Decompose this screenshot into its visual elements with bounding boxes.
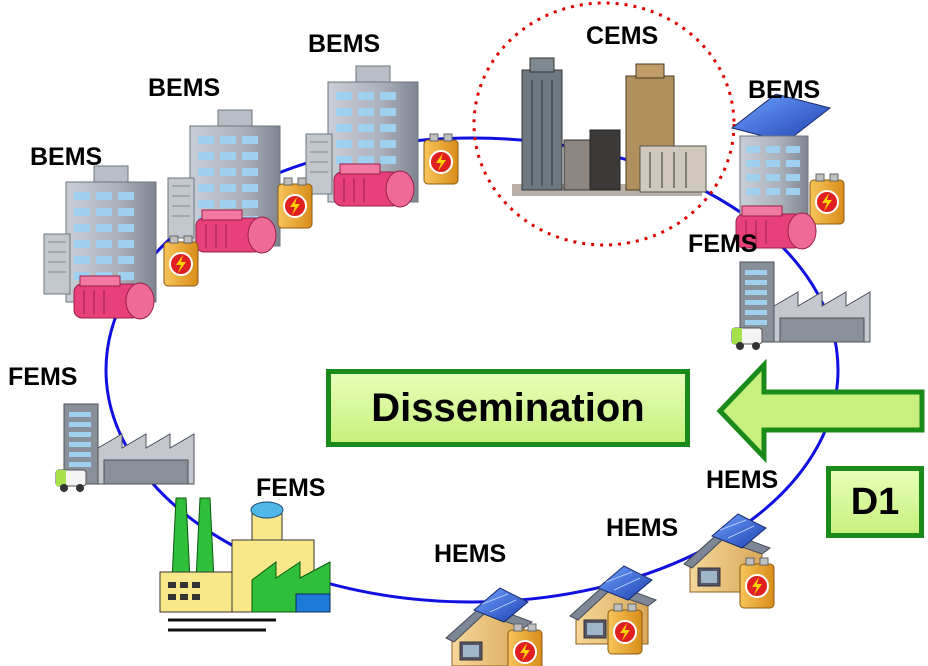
bems-label: BEMS [148,74,221,102]
hems-label: HEMS [606,514,679,542]
bems-label: BEMS [30,143,103,171]
network-ring [104,136,840,604]
fems-label: FEMS [688,230,758,258]
hems-house-icon [569,565,657,655]
fems-power-plant-icon [159,497,331,632]
dissemination-label: Dissemination [371,385,645,430]
d1-box: D1 [826,466,924,538]
bems-building-icon [167,109,313,254]
dissemination-arrow [716,358,925,464]
fems-factory-icon [55,403,195,493]
bems-building-icon [305,65,459,208]
bems-label: BEMS [748,76,821,104]
hems-house-icon [683,513,775,609]
fems-label: FEMS [8,363,78,391]
d1-label: D1 [850,480,900,523]
cems-highlight-circle [472,1,736,247]
dissemination-box: Dissemination [326,369,690,447]
bems-label: BEMS [308,30,381,58]
fems-label: FEMS [256,474,326,502]
cems-label: CEMS [586,22,659,50]
fems-factory-icon [731,261,871,351]
hems-label: HEMS [434,540,507,568]
cems-city-icon [512,57,707,196]
hems-label: HEMS [706,466,779,494]
bems-building-icon [730,93,845,250]
